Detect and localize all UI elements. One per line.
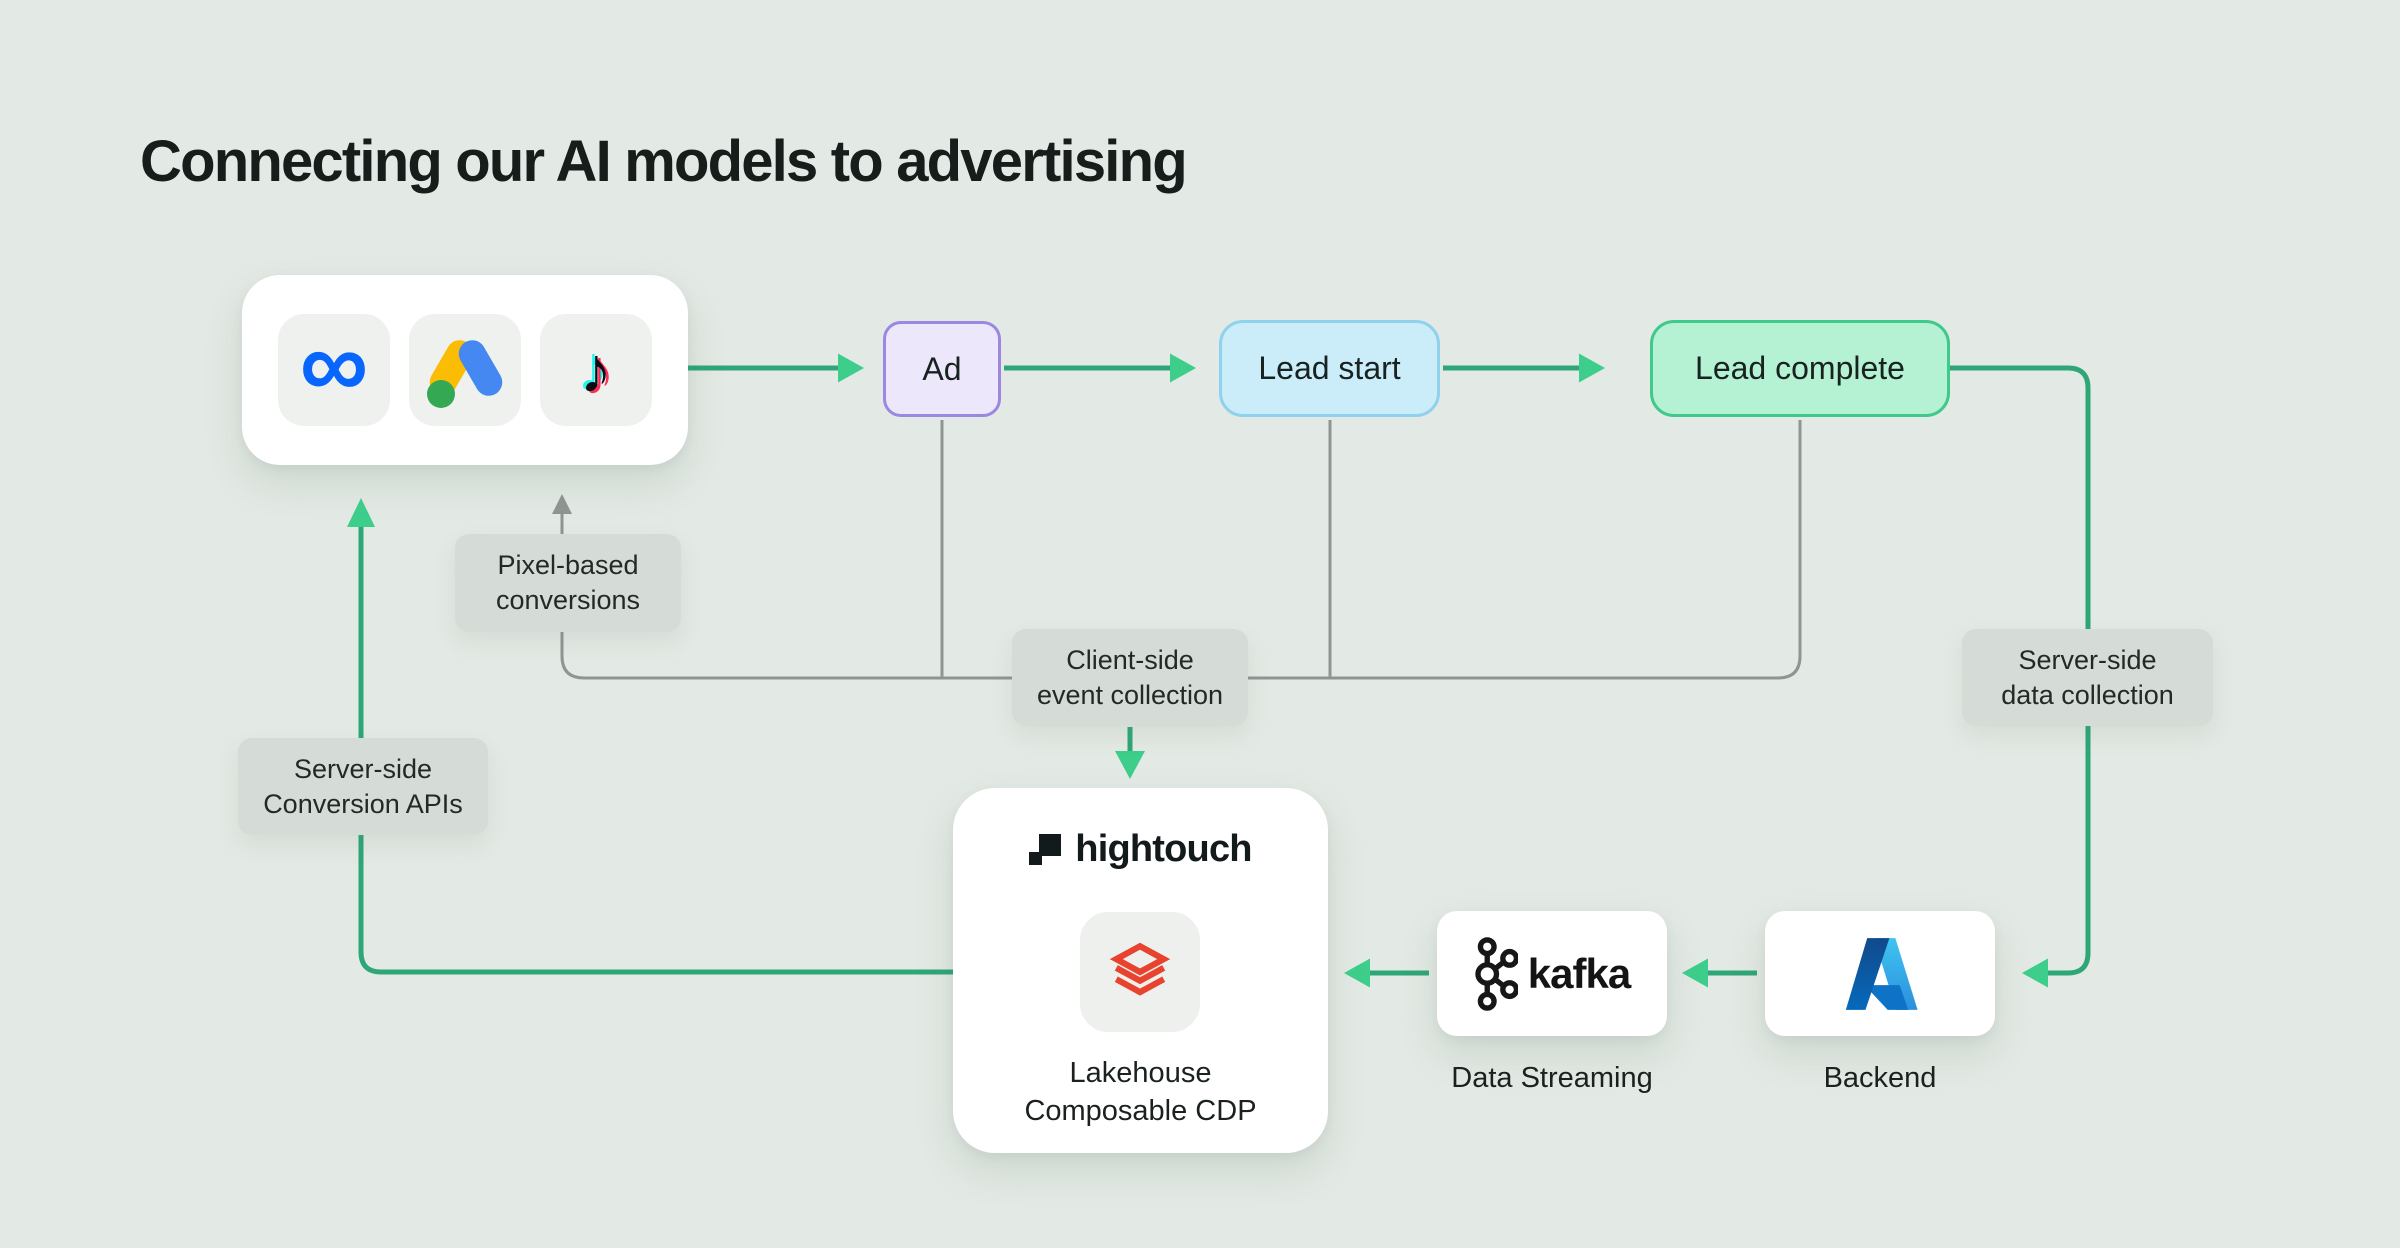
tiktok-note-glyph: ♪ [580, 334, 612, 406]
label-line: Server-side [2018, 644, 2157, 675]
hightouch-mark-icon [1029, 833, 1062, 865]
node-lead-complete: Lead complete [1650, 320, 1950, 417]
page-title: Connecting our AI models to advertising [140, 129, 1188, 194]
label-line: conversions [495, 585, 641, 615]
label-server-side-conversion-apis: Server-side Conversion APIs [238, 738, 488, 835]
kafka-icon [1475, 936, 1518, 1011]
arrowhead-to-hightouch [1344, 958, 1370, 988]
arrowhead-to-ad [838, 353, 864, 383]
hightouch-wordmark: hightouch [1075, 828, 1252, 870]
databricks-icon [1109, 942, 1171, 996]
label-pixel-based-conversions: Pixel-based conversions [455, 534, 681, 632]
ad-platforms-card: ∞ ♪ [242, 275, 688, 465]
arrowhead-pixel-up [552, 494, 572, 514]
arrowhead-to-kafka [1682, 958, 1708, 988]
label-line: event collection [1036, 679, 1224, 710]
meta-infinity-glyph: ∞ [299, 311, 369, 418]
bottom-strip [0, 1248, 2400, 1256]
label-line: Pixel-based [497, 550, 639, 580]
kafka-caption: Data Streaming [1451, 1062, 1653, 1094]
caption-line: Composable CDP [1024, 1095, 1257, 1127]
caption-line: Lakehouse [1069, 1057, 1212, 1089]
label-line: Server-side [293, 753, 433, 784]
meta-icon: ∞ [278, 314, 390, 426]
hightouch-caption: Lakehouse Composable CDP [953, 1054, 1328, 1130]
hightouch-logo: hightouch [953, 828, 1328, 871]
label-line: Client-side [1066, 644, 1194, 675]
node-lead-start-label: Lead start [1258, 350, 1401, 386]
arrowhead-client-down [1115, 751, 1145, 779]
label-line: data collection [2001, 679, 2174, 710]
kafka-wordmark: kafka [1527, 949, 1631, 997]
connector-hightouch-to-platforms [358, 524, 953, 975]
node-ad: Ad [883, 321, 1001, 417]
label-client-side-event-collection: Client-side event collection [1012, 629, 1248, 726]
tiktok-icon: ♪ [540, 314, 652, 426]
label-server-side-data-collection: Server-side data collection [1962, 629, 2213, 726]
google-ads-green-dot [427, 380, 455, 408]
azure-icon [1845, 937, 1918, 1012]
label-line: Conversion APIs [263, 788, 463, 819]
google-ads-icon [409, 314, 521, 426]
arrowhead-to-lead-start [1170, 353, 1196, 383]
node-lead-complete-label: Lead complete [1695, 350, 1905, 386]
kafka-card: kafka [1437, 911, 1667, 1036]
node-ad-label: Ad [922, 350, 962, 387]
node-lead-start: Lead start [1219, 320, 1440, 417]
azure-caption: Backend [1823, 1062, 1937, 1094]
databricks-tile [1080, 912, 1200, 1032]
google-ads-logo [409, 314, 521, 426]
azure-card [1765, 911, 1995, 1036]
arrowhead-to-backend [2022, 958, 2048, 988]
hightouch-card: hightouch Lakehouse Composable CDP [953, 788, 1328, 1153]
arrowhead-to-platforms [347, 498, 375, 527]
arrowhead-to-lead-complete [1579, 353, 1605, 383]
